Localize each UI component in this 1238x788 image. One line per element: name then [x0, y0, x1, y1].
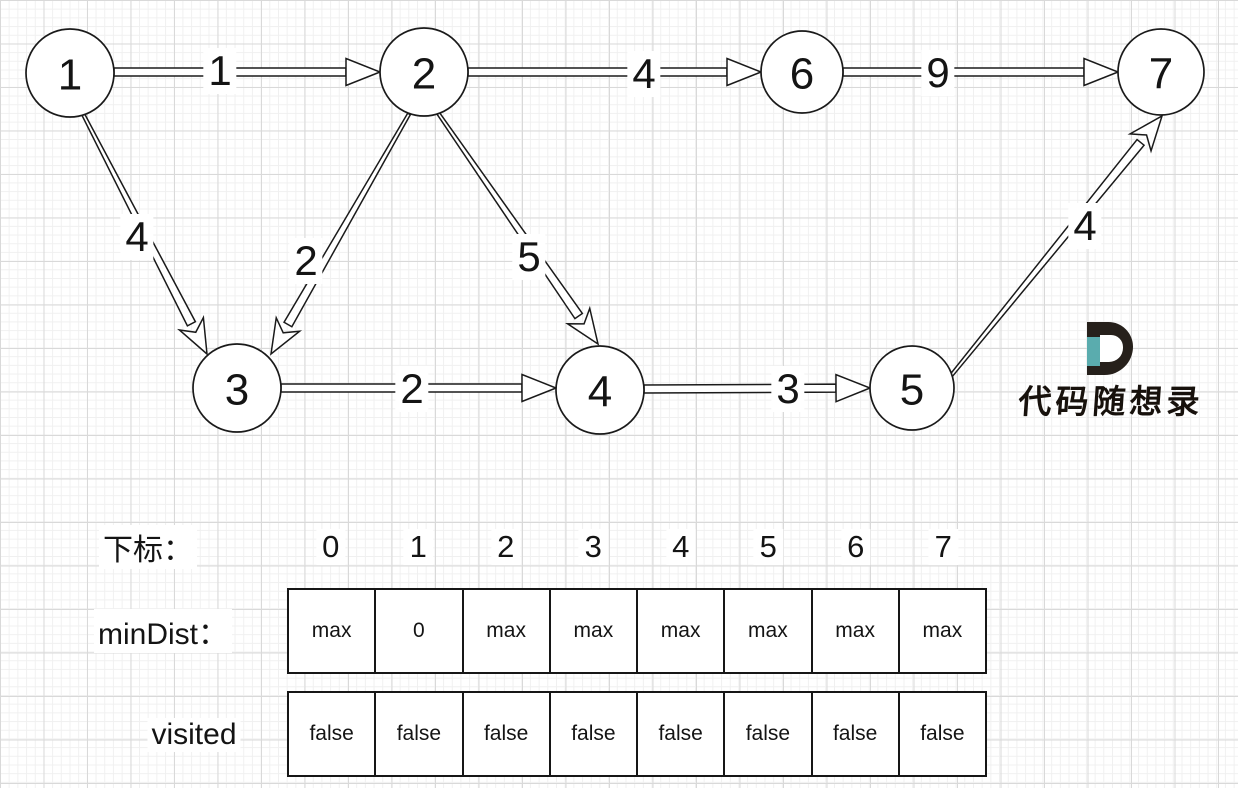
index-digit-4: 4: [666, 529, 696, 565]
edge-weight-4-5: 3: [771, 366, 805, 412]
graph-node-6: [760, 30, 844, 114]
edge-arrowhead-6-7: [1083, 57, 1121, 87]
index-digit-2: 2: [491, 529, 521, 565]
node-label-4: 4: [588, 368, 612, 417]
edge-arrowhead-2-3: [269, 315, 303, 356]
edge-weight-5-7: 4: [1068, 203, 1102, 249]
edge-line-2-3: [283, 112, 412, 328]
edge-weight-2-6: 4: [627, 51, 661, 97]
mindist-cell-2: max: [464, 590, 551, 672]
edge-arrowhead-3-4: [521, 373, 559, 403]
mindist-cell-5: max: [725, 590, 813, 672]
index-digit-5: 5: [753, 529, 783, 565]
logo-d-icon: [1087, 322, 1133, 375]
edge-line-6-7: [842, 67, 1085, 77]
node-label-6: 6: [790, 50, 814, 99]
graph-node-1: [25, 28, 115, 118]
edge-line-2-6: [467, 67, 728, 77]
edge-weight-6-7: 9: [921, 50, 955, 96]
brand-text: 代码随想录: [1017, 385, 1205, 421]
visited-cell-0: false: [289, 693, 377, 775]
visited-cell-5: false: [725, 693, 813, 775]
visited-cell-6: false: [813, 693, 900, 775]
mindist-cell-4: max: [638, 590, 726, 672]
node-label-1: 1: [58, 51, 82, 100]
mindist-cell-7: max: [922, 619, 963, 642]
mindist-cell-0: max: [289, 590, 377, 672]
edge-weight-1-2: 1: [203, 48, 237, 94]
graph-node-7: [1117, 28, 1205, 116]
logo-d-hole: [1100, 335, 1123, 362]
node-label-5: 5: [900, 366, 924, 415]
edge-arrowhead-1-3: [177, 315, 208, 356]
edge-weight-2-3: 2: [289, 238, 323, 284]
graph-node-3: [192, 343, 282, 433]
edge-arrowhead-1-2: [345, 57, 383, 87]
visited-cell-7: false: [920, 722, 965, 745]
logo-d-teal-block: [1087, 337, 1100, 366]
graph-node-4: [555, 345, 645, 435]
mindist-row-label: minDist：: [93, 609, 233, 653]
graph-node-2: [379, 27, 469, 117]
graph-node-5: [869, 345, 955, 431]
visited-cell-1: false: [376, 693, 464, 775]
visited-cell-2: false: [464, 693, 551, 775]
edge-line-2-4: [435, 111, 584, 320]
node-label-2: 2: [412, 50, 436, 99]
edge-arrowhead-5-7: [1127, 114, 1164, 154]
index-digit-6: 6: [841, 529, 871, 565]
edge-arrowhead-2-4: [565, 305, 600, 346]
edge-arrowhead-4-5: [835, 373, 873, 403]
edge-line-4-5: [643, 383, 837, 394]
index-digit-1: 1: [403, 529, 433, 565]
index-digit-7: 7: [928, 529, 958, 565]
mindist-cell-1: 0: [376, 590, 464, 672]
mindist-cell-6: max: [813, 590, 900, 672]
node-label-7: 7: [1149, 50, 1173, 99]
index-row-label: 下标：: [99, 525, 197, 569]
visited-cell-3: false: [551, 693, 638, 775]
edge-weight-2-4: 5: [512, 234, 546, 280]
index-digit-3: 3: [578, 529, 608, 565]
edge-arrowhead-2-6: [726, 57, 764, 87]
edge-weight-3-4: 2: [395, 366, 429, 412]
index-digit-0: 0: [316, 529, 346, 565]
mindist-cell-3: max: [551, 590, 638, 672]
node-label-3: 3: [225, 366, 249, 415]
visited-row-label: visited: [147, 718, 241, 752]
edge-weight-1-3: 4: [120, 214, 154, 260]
visited-cell-4: false: [638, 693, 726, 775]
